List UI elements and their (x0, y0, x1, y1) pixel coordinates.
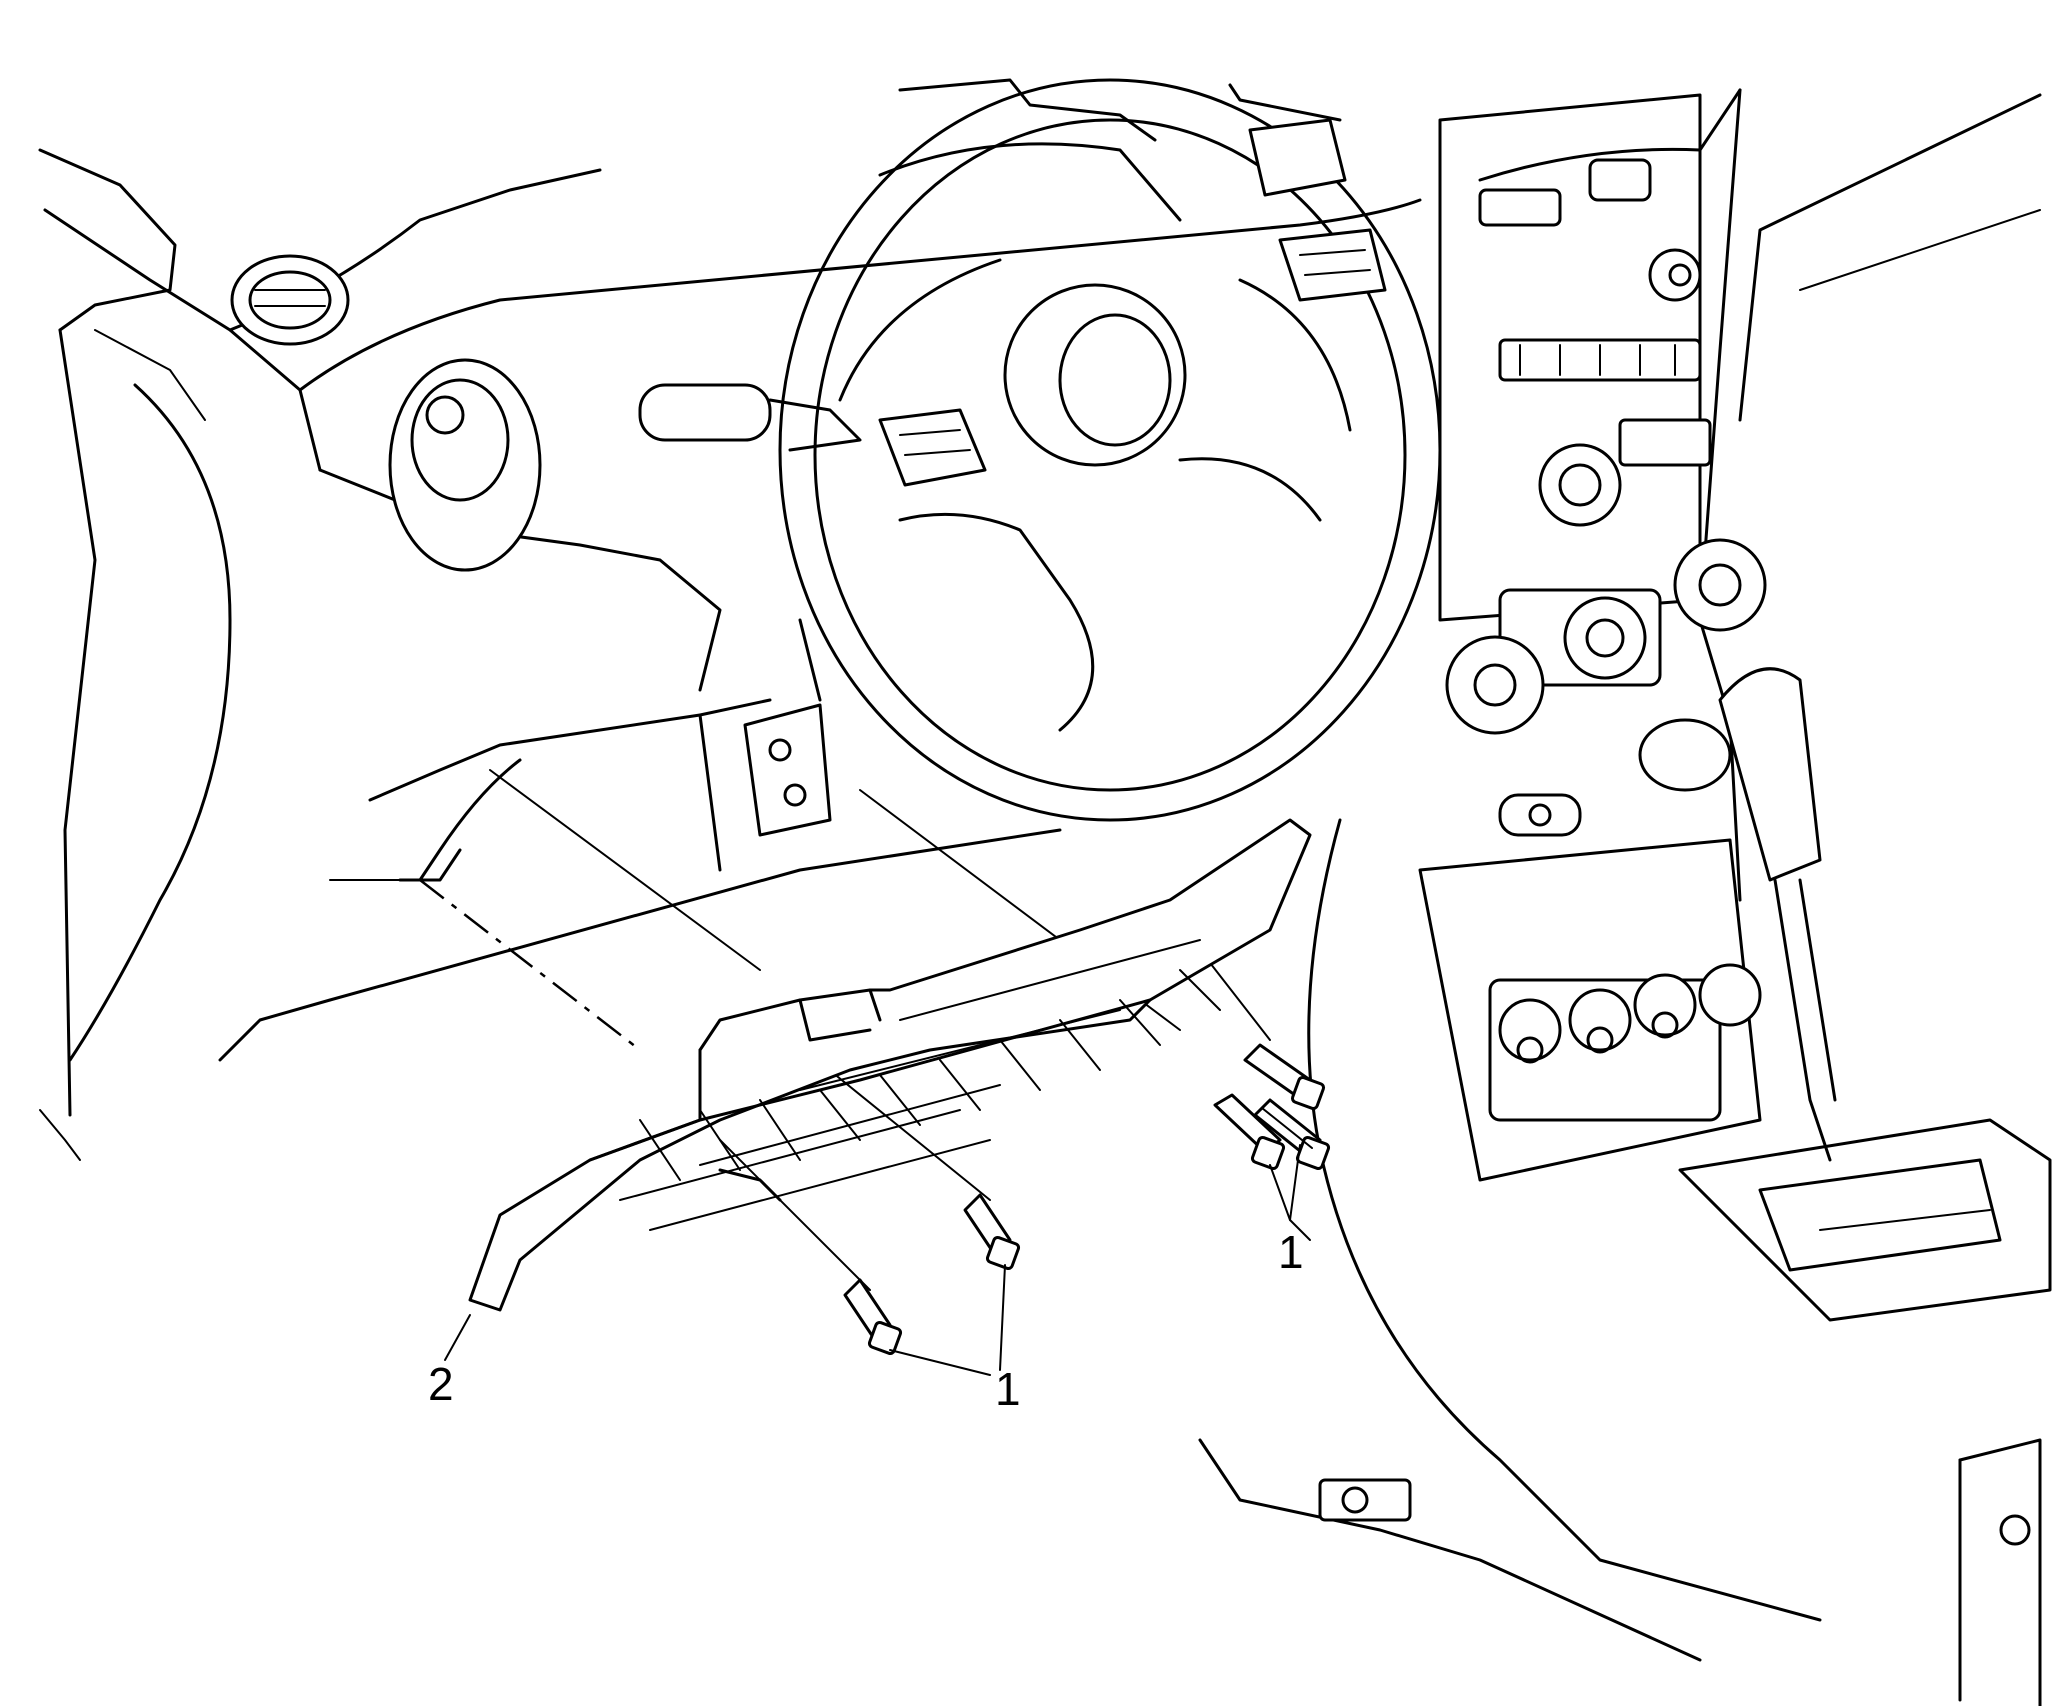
fastener-screw (843, 1278, 903, 1356)
turn-signal-stalk (638, 383, 862, 452)
knee-bolster-panel (468, 818, 1312, 1312)
steering-wheel (778, 78, 1442, 822)
knee-bolster-bracket (218, 618, 1062, 1062)
callout-label-fastener-right: 1 (1278, 1226, 1304, 1278)
left-air-vent (230, 254, 350, 346)
left-pillar-trim (38, 148, 322, 1161)
console-side (1198, 818, 2042, 1706)
fastener-screw (1213, 1093, 1286, 1171)
callout-label-panel: 2 (428, 1358, 454, 1410)
instrument-cluster-hood (878, 78, 1182, 222)
gear-shifter (1678, 667, 2052, 1322)
fastener-group-left (843, 1193, 1021, 1356)
driver-air-vent (388, 358, 542, 572)
callout-label-fastener-left: 1 (995, 1363, 1021, 1415)
callout-leaders (444, 1144, 1311, 1376)
fastener-screw (1253, 1098, 1331, 1171)
fastener-group-right (1213, 1043, 1331, 1171)
dashboard-outline (228, 83, 2042, 902)
center-console (1418, 838, 1762, 1182)
fastener-screw (963, 1193, 1021, 1271)
center-stack (1438, 93, 1767, 837)
fastener-screw (1243, 1043, 1326, 1111)
